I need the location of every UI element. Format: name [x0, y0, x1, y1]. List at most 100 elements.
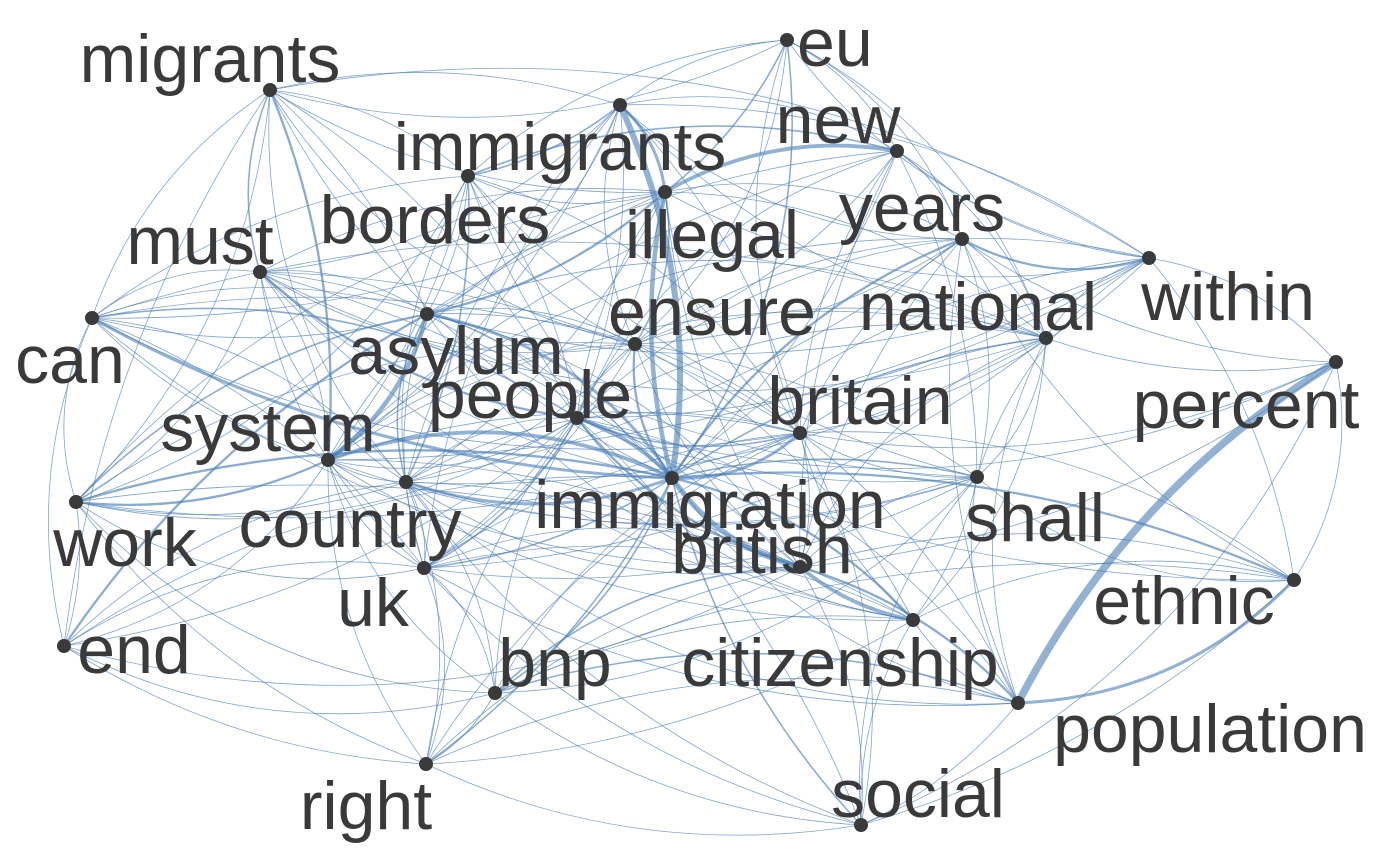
- edge-must-britain: [259, 271, 801, 434]
- edge-country-borders: [405, 175, 470, 483]
- edge-national-percent: [1045, 337, 1337, 372]
- node-label-within: within: [1140, 259, 1315, 335]
- edge-years-britain: [799, 238, 963, 434]
- edge-immigrants-country: [405, 104, 621, 483]
- edge-illegal-british: [664, 191, 801, 568]
- node-borders: borders: [320, 169, 550, 258]
- node-label-migrants: migrants: [80, 21, 341, 97]
- edge-can-end: [47, 317, 93, 647]
- node-label-end: end: [77, 612, 190, 688]
- node-dot-immigrants: [613, 98, 627, 112]
- node-dot-britain: [793, 426, 807, 440]
- edge-citizenship-population: [912, 619, 1019, 704]
- edge-asylum-people: [426, 313, 578, 419]
- edge-must-work: [75, 271, 261, 503]
- edge-british-ethnic: [799, 533, 1295, 581]
- edge-within-national: [1045, 257, 1150, 339]
- node-label-immigrants: immigrants: [394, 109, 727, 185]
- edge-national-country: [405, 337, 1047, 485]
- node-dot-asylum: [420, 307, 434, 321]
- node-dot-borders: [461, 169, 475, 183]
- edge-years-within: [960, 237, 1151, 271]
- edge-ensure-work: [75, 342, 636, 503]
- edge-migrants-immigration: [269, 89, 673, 479]
- node-label-ethnic: ethnic: [1093, 563, 1274, 639]
- edge-can-national: [91, 241, 1047, 339]
- edge-within-percent: [1148, 257, 1337, 363]
- edge-people-must: [258, 270, 579, 420]
- node-label-new: new: [776, 82, 902, 158]
- edge-work-country: [75, 481, 407, 515]
- node-dot-ethnic: [1287, 573, 1301, 587]
- edge-years-people: [576, 238, 963, 419]
- edge-migrants-eu: [269, 39, 788, 118]
- node-dot-british: [793, 560, 807, 574]
- edge-system-work: [74, 458, 330, 506]
- edge-within-people: [576, 257, 1150, 419]
- edge-system-uk: [327, 459, 425, 569]
- edge-can-work: [63, 317, 93, 503]
- edge-years-population: [949, 238, 1019, 704]
- node-label-national: national: [859, 269, 1097, 345]
- edge-immigrants-britain: [619, 104, 801, 434]
- edge-britain-country: [405, 412, 801, 483]
- edge-percent-british: [799, 361, 1337, 568]
- node-label-work: work: [52, 505, 198, 581]
- node-label-british: british: [671, 512, 852, 588]
- edge-can-british: [91, 317, 801, 568]
- edge-immigration-population: [671, 477, 1019, 704]
- edge-new-borders: [467, 125, 898, 177]
- edge-immigrants-borders: [467, 104, 621, 177]
- edge-system-britain: [327, 411, 801, 461]
- edge-percent-britain: [799, 361, 1337, 449]
- edge-end-migrants: [63, 89, 271, 647]
- node-label-eu: eu: [797, 5, 873, 81]
- edge-must-uk: [259, 271, 425, 569]
- edge-shall-british: [799, 476, 978, 568]
- edge-system-citizenship: [327, 459, 914, 621]
- node-british: british: [671, 512, 852, 588]
- edge-ethnic-social: [860, 579, 1295, 826]
- node-label-illegal: illegal: [625, 197, 799, 273]
- edge-uk-end: [63, 561, 425, 647]
- edge-britain-citizenship: [799, 432, 914, 621]
- edge-people-citizenship: [576, 417, 914, 621]
- edge-people-country: [405, 417, 578, 483]
- edges-layer: [47, 39, 1343, 836]
- edge-years-shall: [961, 238, 990, 478]
- edge-national-system: [327, 310, 1047, 461]
- edge-immigrants-people: [576, 104, 624, 419]
- edge-eu-new: [786, 39, 898, 152]
- edge-immigration-end: [63, 475, 673, 647]
- edge-illegal-within: [664, 191, 1150, 278]
- node-dot-percent: [1329, 355, 1343, 369]
- node-label-citizenship: citizenship: [681, 625, 999, 701]
- node-dot-population: [1011, 696, 1025, 710]
- edge-new-years: [896, 150, 963, 240]
- edge-asylum-country: [396, 313, 428, 483]
- edge-illegal-uk: [423, 191, 666, 569]
- edge-end-asylum: [62, 312, 429, 648]
- edge-years-national: [961, 238, 1047, 339]
- edge-percent-people: [576, 361, 1337, 469]
- edge-percent-ethnic: [1293, 361, 1343, 581]
- edge-shall-social: [859, 476, 978, 826]
- node-dot-national: [1039, 331, 1053, 345]
- edge-asylum-can: [91, 287, 428, 319]
- node-illegal: illegal: [625, 185, 799, 273]
- edge-eu-borders: [467, 39, 788, 177]
- edge-work-end: [63, 501, 81, 647]
- edge-borders-uk: [401, 175, 469, 569]
- edge-can-system: [91, 317, 329, 461]
- edge-eu-national: [786, 39, 1047, 339]
- node-people: people: [428, 357, 632, 433]
- edge-national-people: [576, 324, 1047, 419]
- edge-ensure-system: [327, 343, 636, 461]
- edge-immigration-uk: [423, 477, 673, 569]
- edge-britain-british: [799, 432, 810, 568]
- edge-britain-work: [75, 432, 801, 519]
- node-label-social: social: [831, 756, 1005, 832]
- edge-within-ensure: [634, 238, 1150, 345]
- node-within: within: [1140, 251, 1315, 335]
